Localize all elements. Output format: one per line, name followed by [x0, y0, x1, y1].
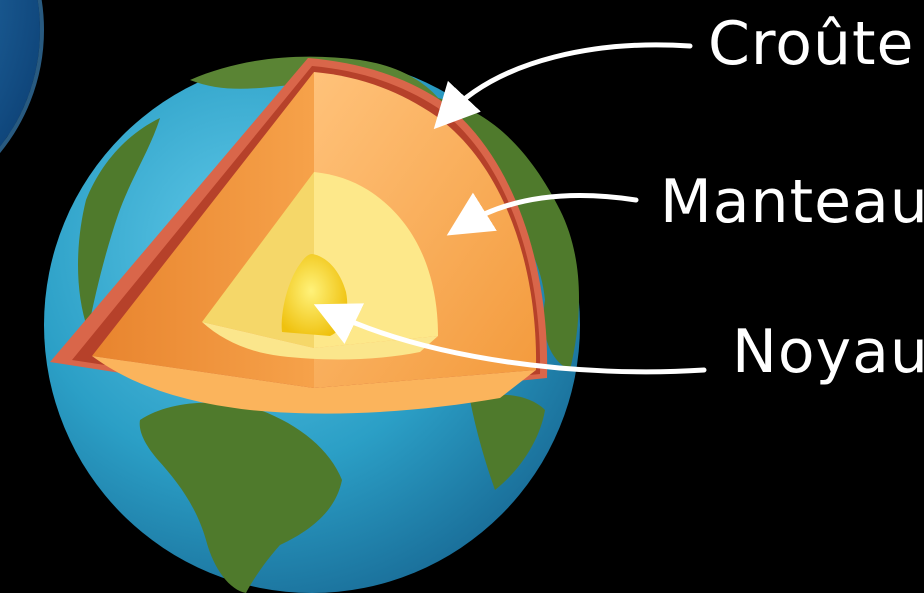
distant-planet-glow — [0, 0, 44, 153]
crust-arrow — [433, 42, 693, 130]
land-east — [470, 394, 545, 490]
land-left — [78, 118, 160, 330]
mantle-label: Manteau — [660, 167, 924, 237]
cutaway-section — [50, 58, 548, 414]
crust-label: Croûte — [708, 9, 915, 79]
outer-core-face-bottom — [202, 322, 438, 360]
mantle-face-bottom — [92, 356, 536, 414]
distant-planet — [0, 0, 40, 147]
core-label: Noyau — [732, 317, 924, 387]
core-arrow — [313, 303, 707, 375]
land-south-america — [139, 402, 342, 593]
mantle-arrow — [446, 192, 639, 236]
